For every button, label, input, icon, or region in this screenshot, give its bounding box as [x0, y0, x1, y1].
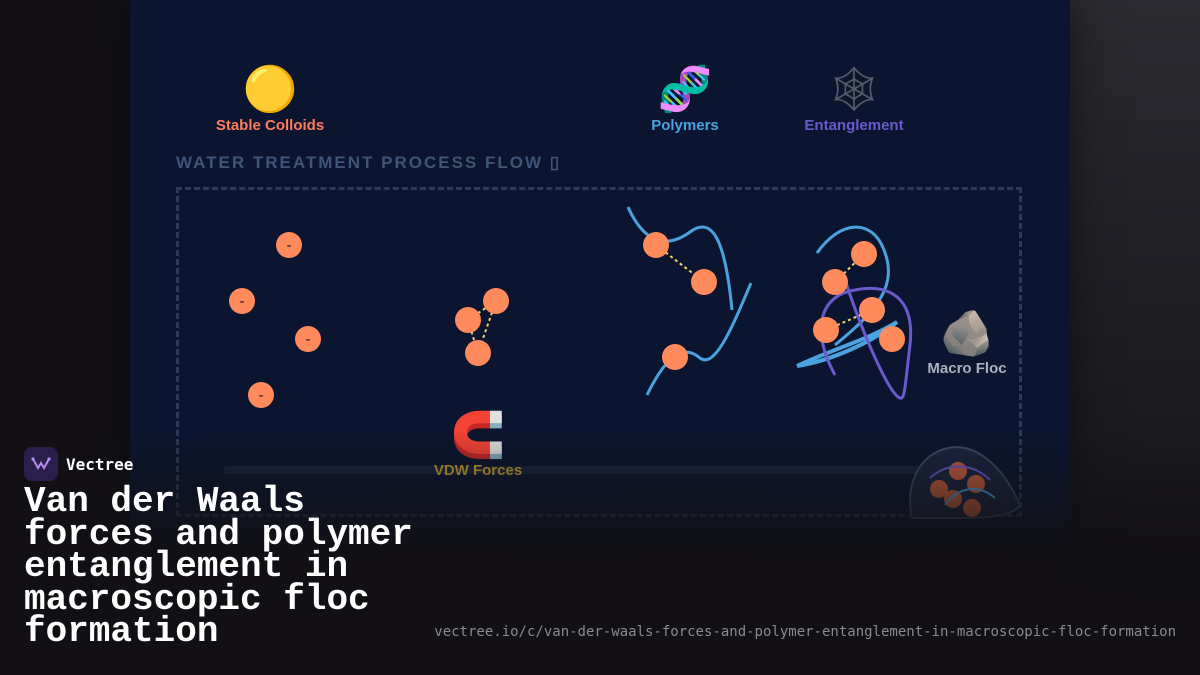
stage-vdw-forces: 🧲 VDW Forces — [418, 410, 538, 479]
flow-title-icon: ▯ — [549, 153, 562, 172]
entangled-particle — [859, 297, 885, 323]
brand: Vectree — [24, 447, 133, 481]
yellow-circle-icon: 🟡 — [242, 64, 298, 115]
rock-icon: 🪨 — [939, 308, 995, 359]
legend-label-stable-colloids: Stable Colloids — [215, 117, 325, 134]
brand-name: Vectree — [66, 454, 134, 474]
entangled-particle — [813, 317, 839, 343]
colloid-particle: - — [248, 382, 274, 408]
colloid-particle: - — [276, 232, 302, 258]
stage-entanglement — [796, 225, 913, 400]
polymer-chain — [626, 206, 734, 311]
legend-stable-colloids: 🟡 Stable Colloids — [190, 64, 350, 135]
legend-label-entanglement: Entanglement — [804, 117, 904, 134]
bridged-particle — [691, 269, 717, 295]
stage-vdw-cluster — [455, 288, 509, 366]
entangle-chain — [819, 279, 913, 400]
polymer-chain — [645, 282, 753, 396]
legend-label-polymers: Polymers — [651, 117, 719, 134]
spider-web-icon: 🕸 — [826, 64, 882, 115]
dna-icon: 🧬 — [657, 64, 713, 115]
legend-polymers: 🧬 Polymers — [605, 64, 765, 135]
vdw-particle — [465, 340, 491, 366]
colloid-charge-label: - — [286, 238, 291, 254]
vdw-particle — [483, 288, 509, 314]
stage-macro-floc: 🪨 Macro Floc — [912, 308, 1022, 377]
macro-floc-label: Macro Floc — [927, 360, 1007, 377]
colloid-charge-label: - — [258, 388, 263, 404]
vdw-particle — [455, 307, 481, 333]
magnet-icon: 🧲 — [450, 410, 506, 461]
vectree-logo-icon — [24, 447, 58, 481]
stage-polymer-bridging — [626, 206, 753, 396]
colloid-charge-label: - — [239, 294, 244, 310]
flow-title-text: WATER TREATMENT PROCESS FLOW — [176, 153, 544, 172]
legend-entanglement: 🕸 Entanglement — [774, 64, 934, 135]
colloid-charge-label: - — [305, 332, 310, 348]
flow-title: WATER TREATMENT PROCESS FLOW ▯ — [176, 153, 561, 173]
source-url: vectree.io/c/van-der-waals-forces-and-po… — [434, 624, 1176, 640]
entangled-particle — [851, 241, 877, 267]
entangled-particle — [822, 269, 848, 295]
stage-stable-colloids: - - - - — [229, 232, 321, 408]
bridged-particle — [643, 232, 669, 258]
entangled-particle — [879, 326, 905, 352]
settled-floc — [909, 446, 1022, 519]
polymer-chain — [796, 320, 899, 368]
page-title: Van der Waals forces and polymer entangl… — [24, 481, 413, 652]
vdw-forces-label: VDW Forces — [433, 462, 523, 479]
bridged-particle — [662, 344, 688, 370]
colloid-particle: - — [295, 326, 321, 352]
colloid-particle: - — [229, 288, 255, 314]
